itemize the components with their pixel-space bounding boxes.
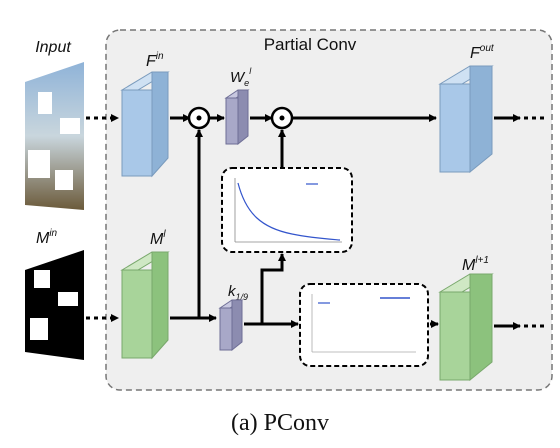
m-next-label: Ml+1 <box>462 255 489 274</box>
odot-2-dot <box>279 115 285 121</box>
m-l-label: Ml <box>150 229 166 248</box>
w-label: Wel <box>230 66 252 88</box>
mask-in-label: Min <box>36 228 58 247</box>
mask-image <box>25 250 84 360</box>
kernel-block <box>218 299 244 352</box>
f-in-block <box>120 71 170 178</box>
figure-caption: (a) PConv <box>231 410 329 436</box>
lower-plot-box <box>299 283 429 367</box>
f-out-block <box>438 65 494 174</box>
lower-plot <box>311 294 416 353</box>
input-image <box>25 62 84 210</box>
panel-title: Partial Conv <box>264 35 357 54</box>
m-l-block <box>120 251 170 360</box>
input-label: Input <box>35 39 71 56</box>
k-label: k1/9 <box>228 283 248 302</box>
upper-plot <box>234 178 342 243</box>
m-next-block <box>438 273 494 382</box>
w-block <box>224 89 250 146</box>
odot-1-dot <box>196 115 202 121</box>
f-out-label: Fout <box>470 43 495 62</box>
upper-plot-box <box>221 167 353 253</box>
f-in-label: Fin <box>146 51 164 70</box>
